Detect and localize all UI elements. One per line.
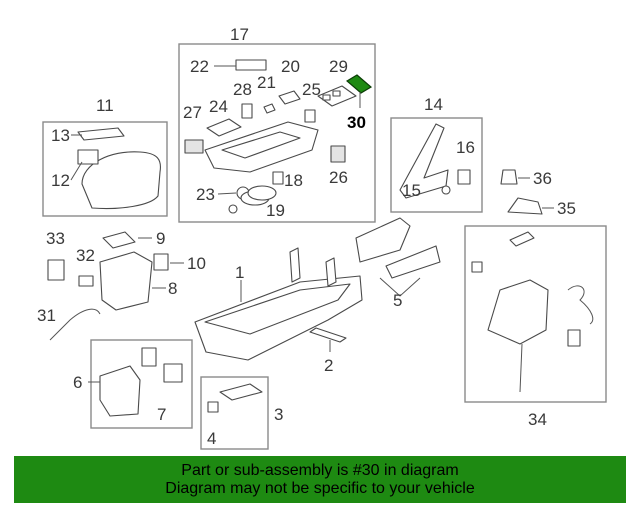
callout-17: 17 <box>230 25 249 44</box>
fitment-notice-banner: Part or sub-assembly is #30 in diagram D… <box>14 456 626 503</box>
part-15-screw <box>441 185 451 195</box>
part-32-connector <box>78 275 94 287</box>
callout-15: 15 <box>402 181 421 200</box>
callout-30: 30 <box>347 113 366 132</box>
part-34-gate <box>509 231 535 247</box>
callout-12: 12 <box>51 171 70 190</box>
part-5-grille <box>355 217 411 263</box>
callout-16: 16 <box>456 138 475 157</box>
part-36-knob <box>500 169 518 185</box>
group-box-11 <box>42 121 168 217</box>
group-box-3 <box>200 376 269 450</box>
part-14-side-trim <box>399 123 449 199</box>
group-box-7 <box>90 339 193 429</box>
part-20-pad <box>278 90 301 105</box>
part-10-clip <box>153 253 169 271</box>
part-34-sensor <box>567 329 581 347</box>
callout-13: 13 <box>51 126 70 145</box>
part-29-slot-b <box>332 90 341 97</box>
part-18-bracket <box>272 171 284 185</box>
part-9-mat <box>102 231 136 249</box>
part-29-slot-a <box>322 94 331 101</box>
callout-1: 1 <box>235 263 244 282</box>
part-7-switch-a <box>141 347 157 367</box>
part-27-plug <box>184 139 204 154</box>
callout-5: 5 <box>393 291 402 310</box>
callout-22: 22 <box>190 57 209 76</box>
part-34-switch <box>471 261 483 273</box>
part-23-screw-b <box>228 204 238 214</box>
part-1-post-b <box>325 257 337 287</box>
callout-6: 6 <box>73 373 82 392</box>
group-box-14 <box>390 117 483 213</box>
part-7-switch-b <box>163 363 183 383</box>
part-22-trim-strip <box>235 59 267 71</box>
part-35-boot <box>507 197 543 215</box>
callout-29: 29 <box>329 57 348 76</box>
callout-23: 23 <box>196 185 215 204</box>
part-8-storage-box <box>99 251 153 311</box>
banner-line-disclaimer: Diagram may not be specific to your vehi… <box>165 479 475 497</box>
part-3-bracket <box>219 383 263 401</box>
callout-24: 24 <box>209 97 228 116</box>
part-21-clip <box>263 103 276 114</box>
callout-7: 7 <box>157 405 166 424</box>
callout-34: 34 <box>528 410 547 429</box>
callout-20: 20 <box>281 57 300 76</box>
callout-32: 32 <box>76 246 95 265</box>
callout-19: 19 <box>266 201 285 220</box>
callout-36: 36 <box>533 169 552 188</box>
group-box-34 <box>464 225 607 403</box>
part-cup-holder-b <box>247 185 277 201</box>
callout-26: 26 <box>329 168 348 187</box>
part-1-post-a <box>289 247 301 283</box>
part-31-wire <box>49 308 101 341</box>
callout-8: 8 <box>168 279 177 298</box>
part-2-bracket <box>309 327 347 343</box>
callout-28: 28 <box>233 80 252 99</box>
callout-11: 11 <box>96 96 114 115</box>
callout-31: 31 <box>37 306 56 325</box>
part-11-armrest-lid <box>81 151 162 209</box>
part-1-console-top <box>204 283 351 335</box>
callout-4: 4 <box>207 429 216 448</box>
part-5-panel <box>385 245 441 279</box>
part-34-shifter-base <box>487 279 549 345</box>
callout-2: 2 <box>324 356 333 375</box>
part-25-socket <box>304 109 316 123</box>
part-28-switch <box>241 103 253 119</box>
callout-21: 21 <box>257 73 276 92</box>
callout-27: 27 <box>183 103 202 122</box>
part-7-trim-panel <box>99 365 141 417</box>
group-box-17 <box>178 43 376 223</box>
part-24-tray <box>206 118 242 137</box>
part-30-highlighted <box>345 74 373 94</box>
callout-35: 35 <box>557 199 576 218</box>
diagram-canvas: 17 22 20 29 21 28 25 24 27 30 23 18 19 2… <box>37 25 607 450</box>
callout-18: 18 <box>284 171 303 190</box>
part-16-clip <box>457 169 471 185</box>
callout-10: 10 <box>187 254 206 273</box>
callout-9: 9 <box>156 229 165 248</box>
banner-line-part: Part or sub-assembly is #30 in diagram <box>181 461 459 479</box>
part-34-cable <box>567 285 594 325</box>
part-26-block <box>330 145 346 163</box>
part-33-bracket <box>47 259 65 281</box>
part-12-bracket <box>77 149 99 165</box>
callout-25: 25 <box>302 80 321 99</box>
part-13-hinge <box>77 127 125 141</box>
part-4-clip <box>207 401 219 413</box>
callout-14: 14 <box>424 95 443 114</box>
callout-3: 3 <box>274 405 283 424</box>
part-panel-opening <box>221 131 301 159</box>
callout-33: 33 <box>46 229 65 248</box>
